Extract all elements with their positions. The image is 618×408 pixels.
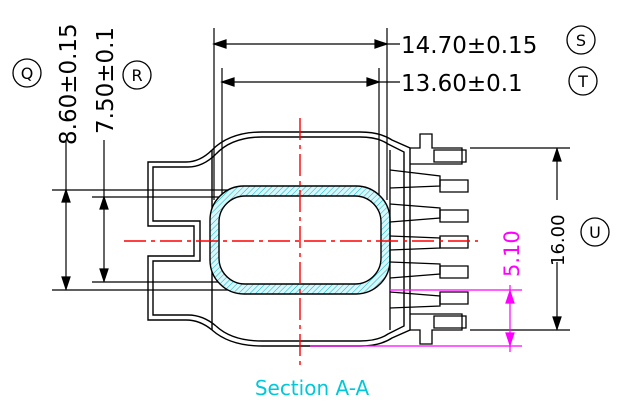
dim-line-width-inner (220, 77, 400, 87)
pins (389, 133, 469, 345)
dim-width-inner: 13.60±0.1 (401, 71, 523, 97)
dim-line-width-outer (212, 39, 400, 49)
dim-height-outer: 8.60±0.15 (56, 23, 82, 145)
dim-height-inner: 7.50±0.1 (93, 27, 119, 134)
height-extension-lines (52, 189, 232, 291)
callout-t-label: T (577, 72, 588, 91)
callout-s: S (566, 25, 596, 55)
callout-s-label: S (576, 31, 586, 50)
dim-line-pitch (310, 285, 522, 352)
dim-line-height-outer (61, 140, 71, 291)
width-extension-lines (213, 28, 388, 205)
callout-u: U (580, 217, 610, 247)
dim-line-height-inner (99, 140, 109, 283)
callout-u-label: U (589, 223, 601, 242)
dim-line-pin-span (470, 147, 570, 331)
dim-width-outer: 14.70±0.15 (401, 33, 537, 59)
callout-r: R (122, 60, 152, 90)
callout-r-label: R (131, 66, 142, 85)
callout-q-label: Q (21, 64, 34, 83)
centerlines (124, 118, 478, 366)
callout-t: T (568, 66, 598, 96)
dim-pin-span: 16.00 (548, 214, 569, 266)
callout-q: Q (12, 58, 42, 88)
dim-pitch: 5.10 (500, 230, 524, 277)
section-caption: Section A-A (255, 376, 370, 400)
